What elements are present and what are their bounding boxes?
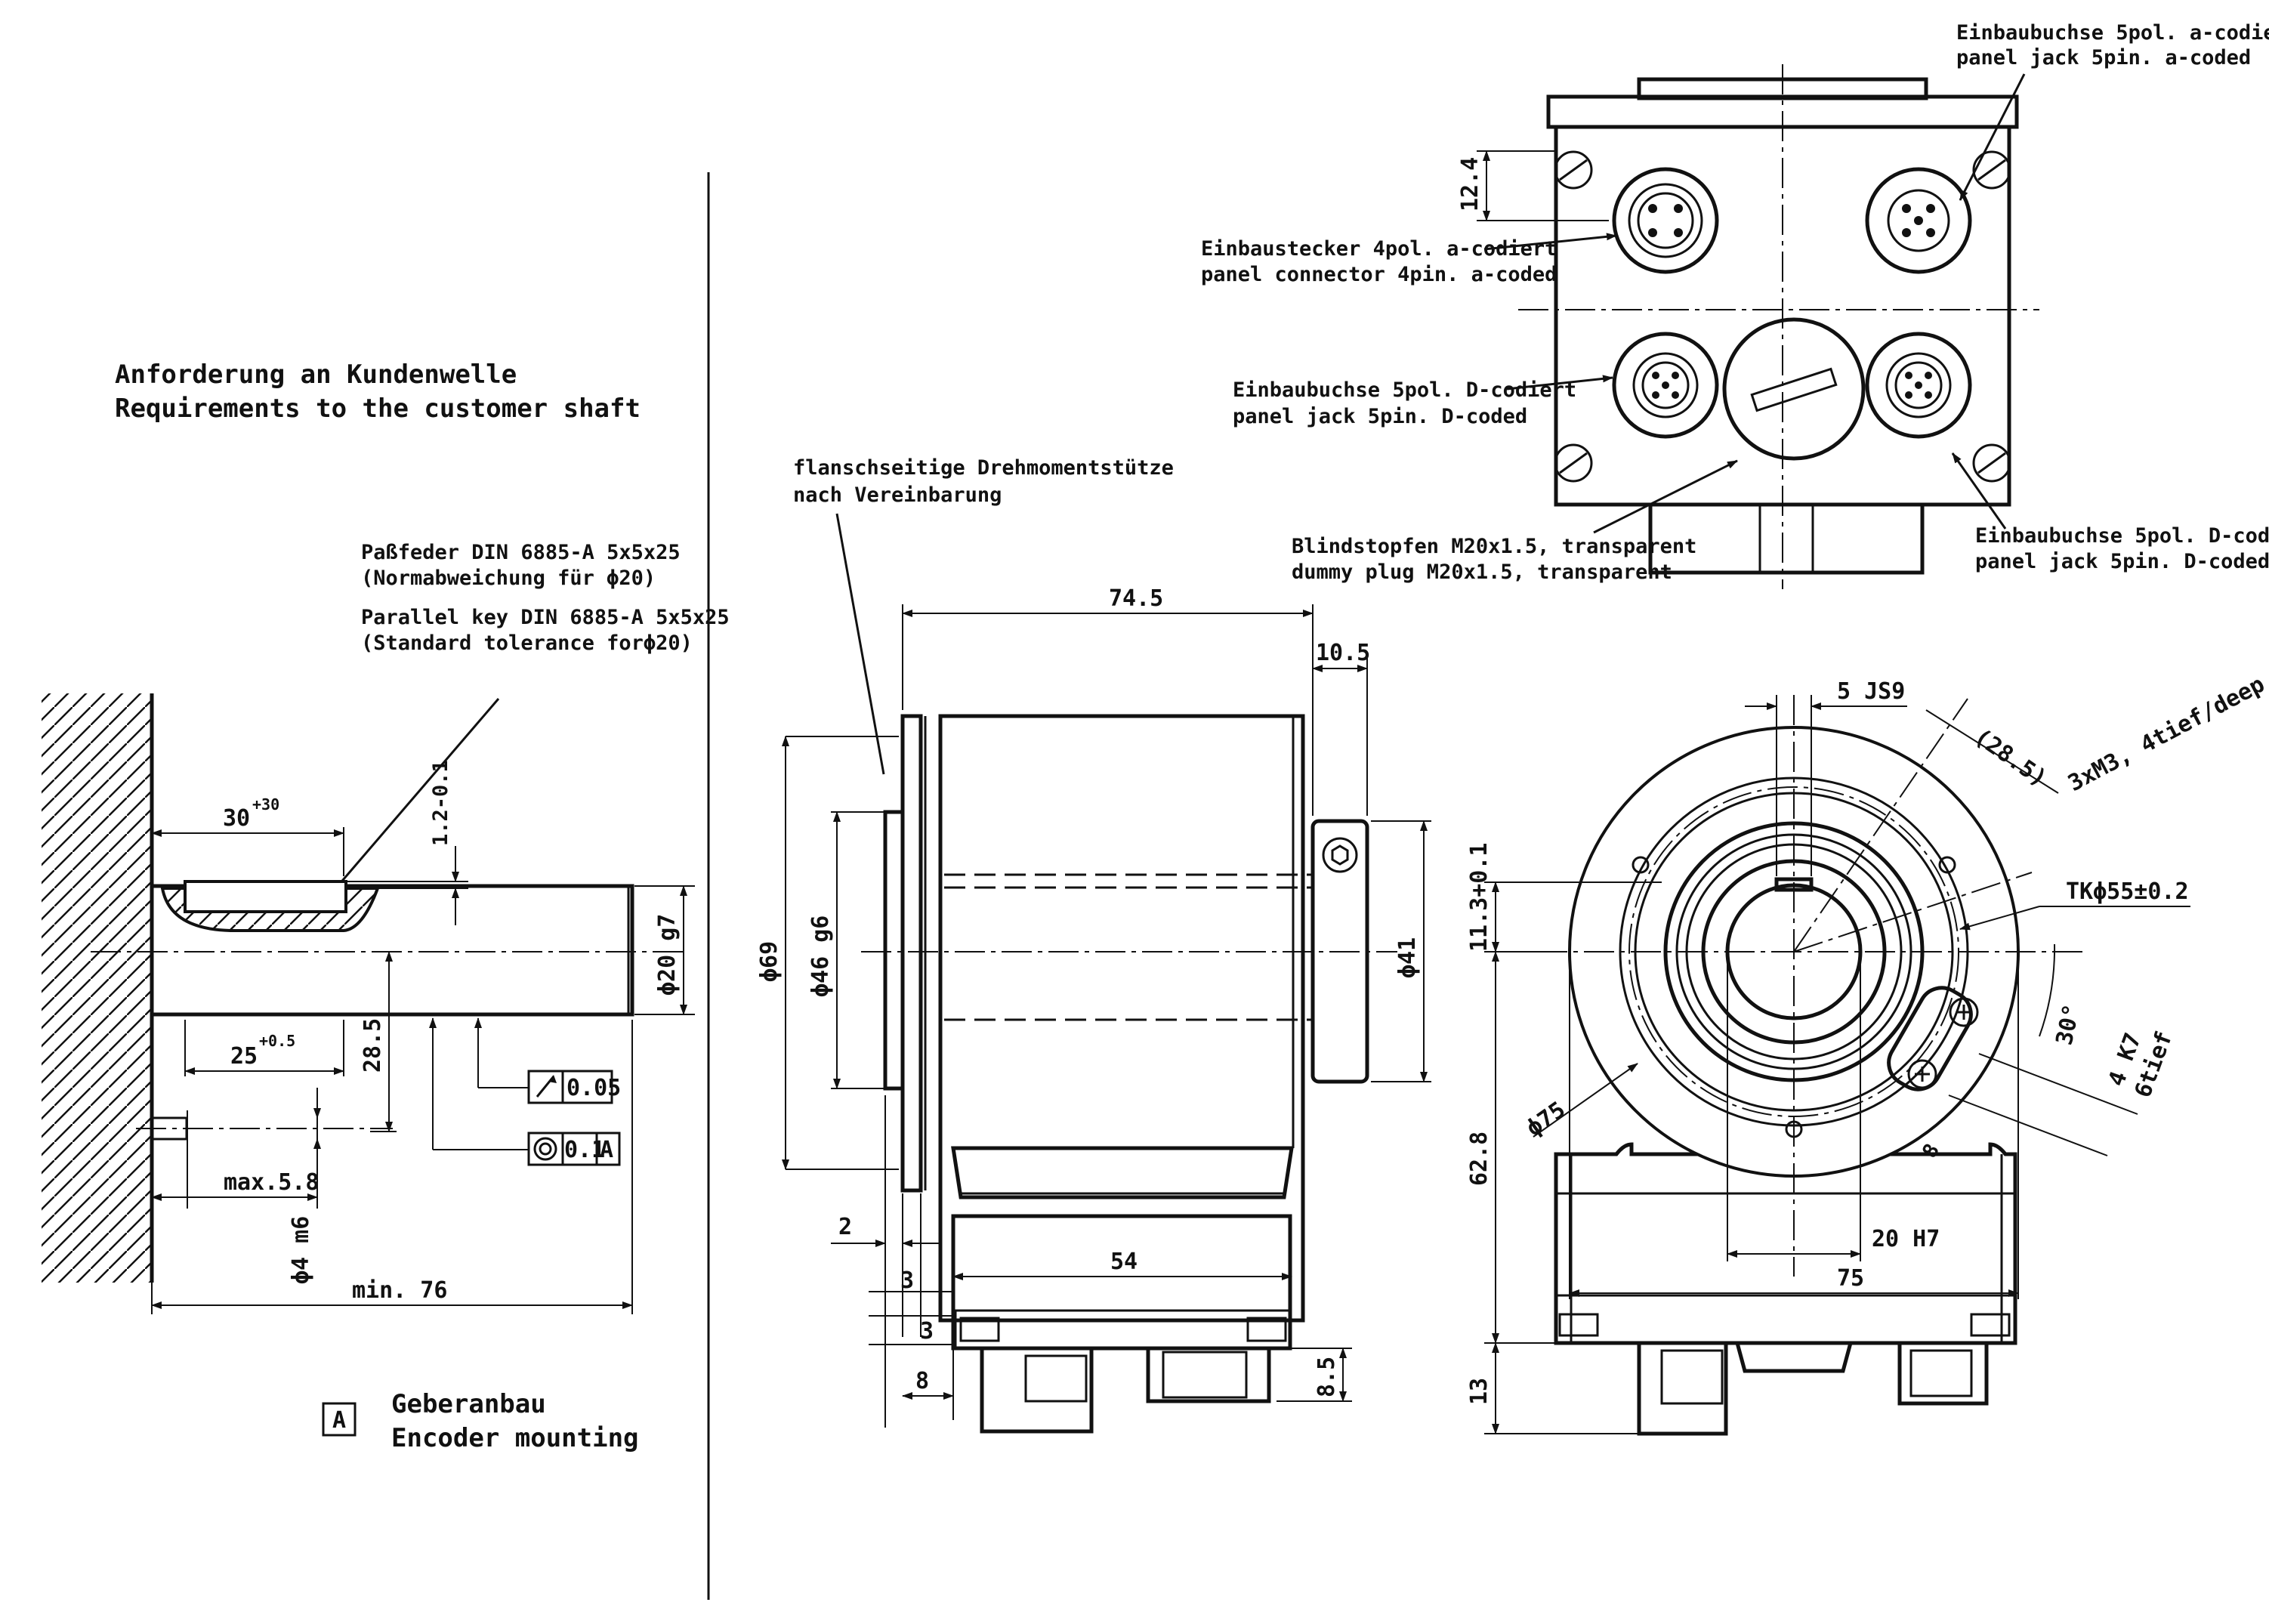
dim-13: 13 [1466, 1378, 1493, 1405]
conn-label-de: Einbaustecker 4pol. a-codiert [1201, 237, 1557, 261]
panel-jack-5pin-a [1865, 167, 1972, 274]
tol-concentric: 0.1 [564, 1137, 605, 1163]
torque-note-en: nach Vereinbarung [793, 483, 1002, 507]
dim-28-5: 28.5 [360, 1018, 386, 1073]
key-leader [337, 698, 500, 886]
dim-phi46: ϕ46 g6 [807, 915, 834, 997]
jack-d-right-label-de: Einbaubuchse 5pol. D-codiert [1975, 524, 2269, 548]
datum-box [322, 1402, 357, 1437]
torque-note-de: flanschseitige Drehmomentstütze [793, 456, 1174, 480]
dim-8-lug: 8 [1918, 1140, 1944, 1162]
dim-1-2: 1.2-0.1 [429, 760, 452, 846]
left-title-de: Anforderung an Kundenwelle [115, 360, 517, 390]
dim-54: 54 [1110, 1249, 1138, 1275]
dim-3a: 3 [900, 1267, 914, 1294]
customer-shaft-drawing: Anforderung an Kundenwelle Requirements … [42, 360, 730, 1453]
dim-2: 2 [838, 1214, 852, 1240]
key-note-de-2: (Normabweichung für ϕ20) [361, 567, 656, 590]
dim-phi75: ϕ75 [1522, 1097, 1570, 1142]
encoder-front-view: 5 JS9 3xM3, 4tief/deep (28.5) TKϕ55±0.2 … [1466, 671, 2269, 1436]
dim-11-3: 11.3+0.1 [1466, 843, 1493, 952]
jack-d-left-label-en: panel jack 5pin. D-coded [1233, 405, 1527, 428]
tol-datum: A [600, 1137, 613, 1163]
tol-runout: 0.05 [566, 1075, 621, 1101]
encoder-side-view: flanschseitige Drehmomentstütze nach Ver… [756, 456, 1431, 1434]
side-connector-right [1146, 1346, 1271, 1403]
dim-phi41: ϕ41 [1394, 937, 1421, 978]
panel-jack-5pin-d-left [1612, 332, 1719, 439]
dim-10-5: 10.5 [1316, 640, 1370, 666]
encoder-connector-view: 12.4 Einbaubuchse 5pol. a-codiert panel … [1201, 21, 2269, 589]
panel-connector-4pin [1612, 167, 1719, 274]
left-title-en: Requirements to the customer shaft [115, 394, 641, 424]
flange-boss [883, 810, 905, 1091]
dim-8-5: 8.5 [1314, 1357, 1340, 1397]
plug-label-de: Blindstopfen M20x1.5, transparent [1292, 535, 1696, 558]
dummy-plug [1722, 317, 1866, 461]
dim-phi4: ϕ4 m6 [288, 1216, 314, 1284]
key-note-en-1: Parallel key DIN 6885-A 5x5x25 [361, 606, 730, 629]
housing-body [938, 714, 1305, 1323]
flange-plate [900, 714, 923, 1193]
wall-hatch [42, 693, 152, 1283]
jack-d-right-label-en: panel jack 5pin. D-coded [1975, 550, 2269, 573]
torque-leader [835, 513, 885, 775]
dim-3b: 3 [920, 1318, 934, 1345]
dim-max-5-8: max.5.8 [224, 1169, 319, 1196]
dim-20-h7: 20 H7 [1872, 1226, 1940, 1252]
panel-jack-5pin-d-right [1865, 332, 1972, 439]
concentricity-frame: 0.1 A [527, 1132, 621, 1166]
jack-d-left-label-de: Einbaubuchse 5pol. D-codiert [1233, 378, 1576, 402]
torque-pin-lug [1887, 986, 1979, 1091]
dim-30-deg: 30° [2051, 1002, 2086, 1047]
dim-phi20: ϕ20 g7 [654, 914, 681, 996]
legend-en: Encoder mounting [391, 1423, 639, 1453]
jack-a-label-de: Einbaubuchse 5pol. a-codiert [1956, 21, 2269, 45]
dim-min-76: min. 76 [352, 1277, 447, 1304]
dim-74-5: 74.5 [1109, 585, 1163, 612]
datum-letter: A [332, 1407, 346, 1434]
dim-tk55: TKϕ55±0.2 [2066, 878, 2189, 905]
key-note-en-2: (Standard tolerance forϕ20) [361, 631, 693, 655]
runout-frame: 0.05 [527, 1070, 621, 1104]
concentricity-icon [533, 1137, 557, 1161]
dim-75: 75 [1837, 1265, 1864, 1292]
dim-62-8: 62.8 [1466, 1132, 1493, 1186]
dim-12-4: 12.4 [1457, 157, 1483, 211]
parallel-key [184, 880, 347, 913]
dim-30-tol: +30 [252, 795, 279, 814]
legend-de: Geberanbau [391, 1389, 546, 1419]
key-note-de-1: Paßfeder DIN 6885-A 5x5x25 [361, 541, 681, 564]
dim-phi69: ϕ69 [756, 941, 783, 982]
plug-label-en: dummy plug M20x1.5, transparent [1292, 560, 1672, 584]
dim-25: 25 [230, 1043, 258, 1070]
dim-30: 30 [223, 805, 250, 832]
dim-25-tol: +0.5 [259, 1032, 295, 1050]
side-connector-left [980, 1346, 1094, 1434]
clamp-screw [1322, 837, 1358, 873]
jack-a-label-en: panel jack 5pin. a-coded [1956, 46, 2251, 69]
conn-label-en: panel connector 4pin. a-coded [1201, 263, 1557, 286]
dim-8: 8 [915, 1368, 929, 1394]
dim-28-5-ref: (28.5) [1969, 724, 2051, 792]
corner-screws [1554, 150, 2011, 483]
dim-3xm3: 3xM3, 4tief/deep [2064, 671, 2269, 797]
dim-5-js9: 5 JS9 [1837, 678, 1905, 705]
